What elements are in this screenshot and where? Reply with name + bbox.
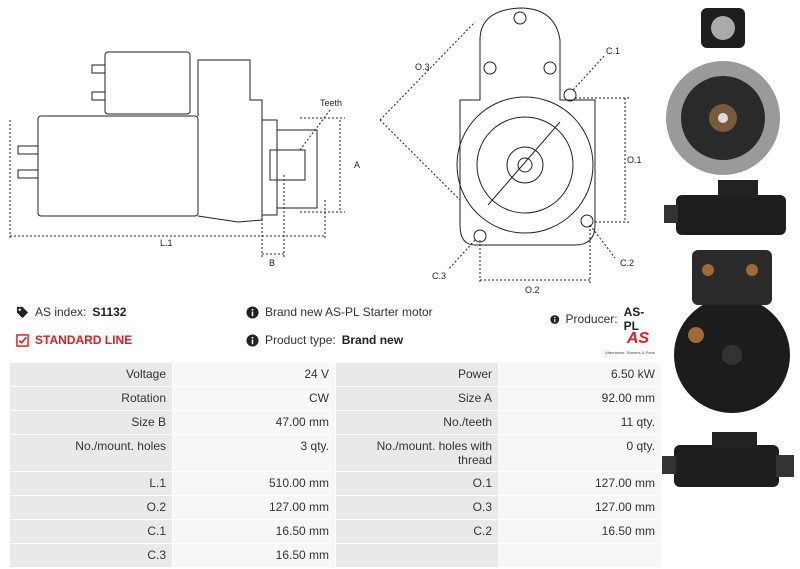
spec-value: 24 V <box>172 362 336 387</box>
label-o1: O.1 <box>627 155 642 165</box>
spec-value: 16.50 mm <box>172 543 336 568</box>
label-o2: O.2 <box>525 285 540 295</box>
spec-label: L.1 <box>9 471 173 496</box>
as-index-value: S1132 <box>92 305 127 319</box>
svg-text:Alternators, Starters & Parts: Alternators, Starters & Parts <box>605 350 655 355</box>
spec-label: C.1 <box>9 519 173 544</box>
label-c1: C.1 <box>606 46 620 56</box>
spec-value: 47.00 mm <box>172 410 336 435</box>
spec-value: CW <box>172 386 336 411</box>
spec-value: 11 qty. <box>498 410 662 435</box>
spec-value <box>498 543 662 568</box>
side-view-drawing <box>17 51 318 223</box>
product-type-row: Product type: Brand new <box>246 333 403 347</box>
label-teeth: Teeth <box>320 98 342 108</box>
info-icon <box>246 333 259 347</box>
spec-label: Power <box>335 362 499 387</box>
spec-label: Rotation <box>9 386 173 411</box>
label-o3: O.3 <box>415 62 430 72</box>
spec-value: 127.00 mm <box>498 471 662 496</box>
technical-drawings: Teeth A B L.1 O.3 C.1 O.1 C.3 C.2 O.2 <box>9 7 642 295</box>
spec-value: 0 qty. <box>498 434 662 472</box>
as-index-label: AS index: <box>35 305 87 319</box>
producer-label: Producer: <box>565 312 618 326</box>
spec-label: No./mount. holes with thread <box>335 434 499 472</box>
label-l1: L.1 <box>160 238 173 248</box>
spec-label: C.3 <box>9 543 173 568</box>
label-c3: C.3 <box>432 271 446 281</box>
spec-label: No./teeth <box>335 410 499 435</box>
label-c2: C.2 <box>620 258 634 268</box>
product-photos <box>662 8 794 487</box>
photo-side-large <box>662 432 794 487</box>
spec-value: 3 qty. <box>172 434 336 472</box>
spec-label: O.1 <box>335 471 499 496</box>
spec-label: No./mount. holes <box>9 434 173 472</box>
producer-value: AS-PL <box>623 305 645 333</box>
spec-value: 127.00 mm <box>172 495 336 520</box>
spec-label: C.2 <box>335 519 499 544</box>
label-b: B <box>269 258 275 268</box>
description-row: Brand new AS-PL Starter motor <box>246 305 433 319</box>
info-icon <box>246 305 259 319</box>
spec-value: 6.50 kW <box>498 362 662 387</box>
checkbox-checked-icon <box>16 333 29 347</box>
product-description: Brand new AS-PL Starter motor <box>265 305 433 319</box>
spec-label: Size B <box>9 410 173 435</box>
product-type-value: Brand new <box>341 333 404 347</box>
spec-label <box>335 543 499 568</box>
standard-line-row: STANDARD LINE <box>16 333 132 347</box>
spec-value: 92.00 mm <box>498 386 662 411</box>
spec-label: Voltage <box>9 362 173 387</box>
product-type-label: Product type: <box>265 333 336 347</box>
spec-value: 127.00 mm <box>498 495 662 520</box>
producer-row: Producer: AS-PL <box>550 305 650 333</box>
tag-icon <box>16 306 29 318</box>
photo-side-small <box>664 180 786 235</box>
spec-label: O.2 <box>9 495 173 520</box>
standard-line-label: STANDARD LINE <box>35 333 133 347</box>
label-a: A <box>354 160 360 170</box>
photo-rear <box>674 250 790 413</box>
spec-label: O.3 <box>335 495 499 520</box>
spec-value: 16.50 mm <box>498 519 662 544</box>
front-view-drawing <box>456 7 596 246</box>
as-pl-logo: AS Alternators, Starters & Parts <box>605 330 655 355</box>
as-index-row: AS index: S1132 <box>16 305 126 319</box>
spec-value: 510.00 mm <box>172 471 336 496</box>
spec-label: Size A <box>335 386 499 411</box>
info-icon <box>550 314 560 324</box>
spec-value: 16.50 mm <box>172 519 336 544</box>
product-info: AS index: S1132 Brand new AS-PL Starter … <box>10 305 655 360</box>
svg-text:AS: AS <box>626 330 650 347</box>
photo-front-flange <box>666 8 780 175</box>
